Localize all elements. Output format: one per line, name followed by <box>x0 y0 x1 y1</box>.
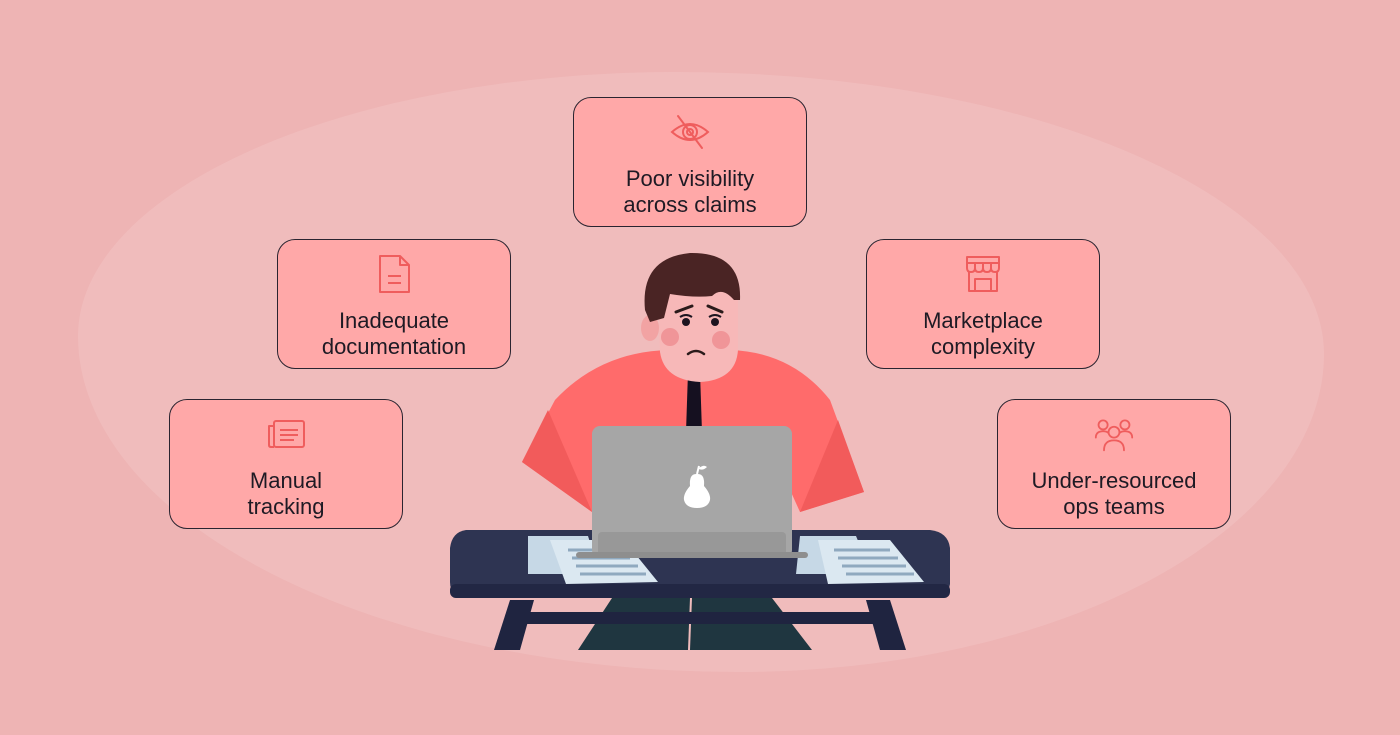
eye-slash-icon <box>670 115 710 149</box>
card-poor-visibility: Poor visibility across claims <box>573 97 807 227</box>
card-inadequate-documentation: Inadequate documentation <box>277 239 511 369</box>
card-label: Under-resourced ops teams <box>1031 468 1197 519</box>
card-manual-tracking: Manual tracking <box>169 399 403 529</box>
head <box>641 252 741 382</box>
laptop <box>576 426 808 558</box>
card-label: Inadequate documentation <box>321 308 467 359</box>
pear-logo-icon <box>683 465 711 508</box>
card-label: Marketplace complexity <box>923 308 1043 359</box>
card-marketplace-complexity: Marketplace complexity <box>866 239 1100 369</box>
card-under-resourced-ops: Under-resourced ops teams <box>997 399 1231 529</box>
team-icon <box>1094 419 1134 452</box>
newspaper-icon <box>268 420 305 448</box>
papers-right <box>796 536 924 584</box>
storefront-icon <box>966 256 1000 292</box>
card-label: Poor visibility across claims <box>623 166 757 217</box>
document-icon <box>379 255 410 293</box>
card-label: Manual tracking <box>247 468 325 519</box>
